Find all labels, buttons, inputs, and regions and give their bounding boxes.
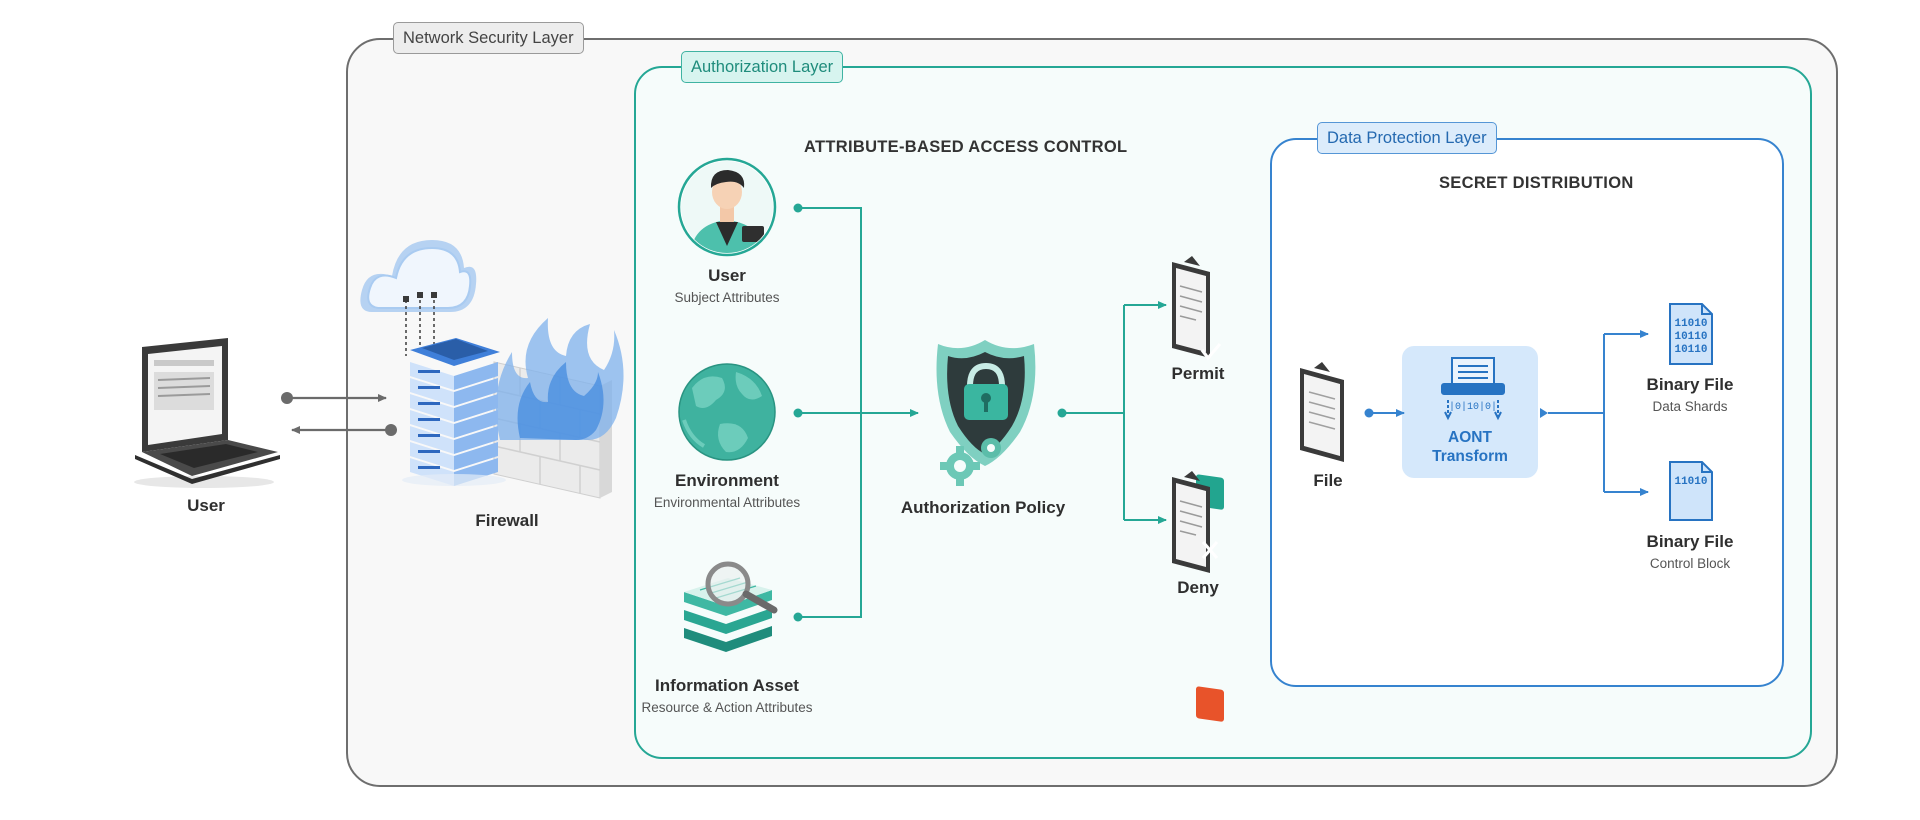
file-node: File — [1313, 471, 1342, 491]
secret-distribution-heading: SECRET DISTRIBUTION — [1439, 174, 1634, 192]
abac-heading: ATTRIBUTE-BASED ACCESS CONTROL — [804, 138, 1128, 156]
asset-label: Information Asset — [655, 676, 799, 695]
user-firewall-connector — [281, 392, 397, 436]
asset-sublabel: Resource & Action Attributes — [641, 700, 813, 715]
firewall-icon — [360, 240, 624, 499]
network-layer-tag: Network Security Layer — [393, 22, 584, 54]
permit-node: Permit — [1172, 364, 1225, 384]
binary-shards-label: Binary File — [1646, 375, 1734, 394]
binary-glyph-row: 11010 — [1674, 476, 1707, 488]
cloud-icon — [360, 240, 477, 356]
binary-control-label: Binary File — [1646, 532, 1734, 551]
binary-shards-sublabel: Data Shards — [1652, 399, 1728, 414]
client-user-label: User — [187, 496, 225, 515]
client-user-node: User — [187, 496, 225, 516]
shield-lock-icon — [936, 340, 1036, 466]
gears-icon — [940, 438, 1001, 486]
deny-clipboard-icon — [1172, 471, 1224, 722]
binary-file-shards-icon: 11010 10110 10110 — [1669, 303, 1713, 365]
asset-node: Information Asset Resource & Action Attr… — [641, 676, 812, 715]
policy-label: Authorization Policy — [900, 498, 1066, 517]
environment-label: Environment — [675, 471, 779, 490]
aont-label-line1: AONT — [1448, 429, 1492, 446]
file-label: File — [1313, 471, 1343, 490]
secret-distribution-connector — [1364, 330, 1649, 496]
binary-glyph-row: 10110 — [1674, 331, 1707, 343]
permit-clipboard-icon — [1172, 256, 1224, 510]
binary-glyph-row: 11010 — [1674, 318, 1707, 330]
environment-sublabel: Environmental Attributes — [653, 495, 801, 510]
shredder-icon: |0|10|0| — [1441, 357, 1505, 421]
file-icon — [1300, 362, 1344, 462]
firewall-label: Firewall — [475, 511, 539, 530]
aont-label-line2: Transform — [1432, 448, 1508, 465]
binary-shards-node: Binary File Data Shards — [1647, 375, 1734, 414]
svg-text:|0|10|0|: |0|10|0| — [1449, 401, 1497, 413]
deny-node: Deny — [1177, 578, 1219, 598]
binary-control-node: Binary File Control Block — [1647, 532, 1734, 571]
binary-glyph-row: 10110 — [1674, 344, 1707, 356]
subject-sublabel: Subject Attributes — [674, 290, 780, 305]
binary-file-control-icon: 11010 — [1669, 461, 1713, 521]
environment-node: Environment Environmental Attributes — [654, 471, 800, 510]
laptop-icon — [134, 338, 280, 488]
subject-node: User Subject Attributes — [674, 266, 779, 305]
folders-magnifier-icon — [684, 561, 778, 652]
deny-label: Deny — [1177, 578, 1219, 597]
globe-icon — [678, 363, 776, 461]
policy-decision-connector — [1057, 301, 1167, 524]
data-protection-layer-tag: Data Protection Layer — [1317, 122, 1497, 154]
server-rack-icon — [402, 338, 506, 486]
user-avatar-icon — [677, 157, 777, 257]
permit-label: Permit — [1171, 364, 1225, 383]
fire-icon — [496, 318, 624, 440]
firewall-node: Firewall — [475, 511, 538, 531]
subject-label: User — [708, 266, 746, 285]
authorization-layer-tag: Authorization Layer — [681, 51, 844, 83]
policy-node: Authorization Policy — [901, 498, 1065, 518]
binary-control-sublabel: Control Block — [1649, 556, 1731, 571]
attributes-policy-connector — [793, 203, 919, 622]
aont-transform-label: AONT Transform — [1432, 428, 1508, 466]
